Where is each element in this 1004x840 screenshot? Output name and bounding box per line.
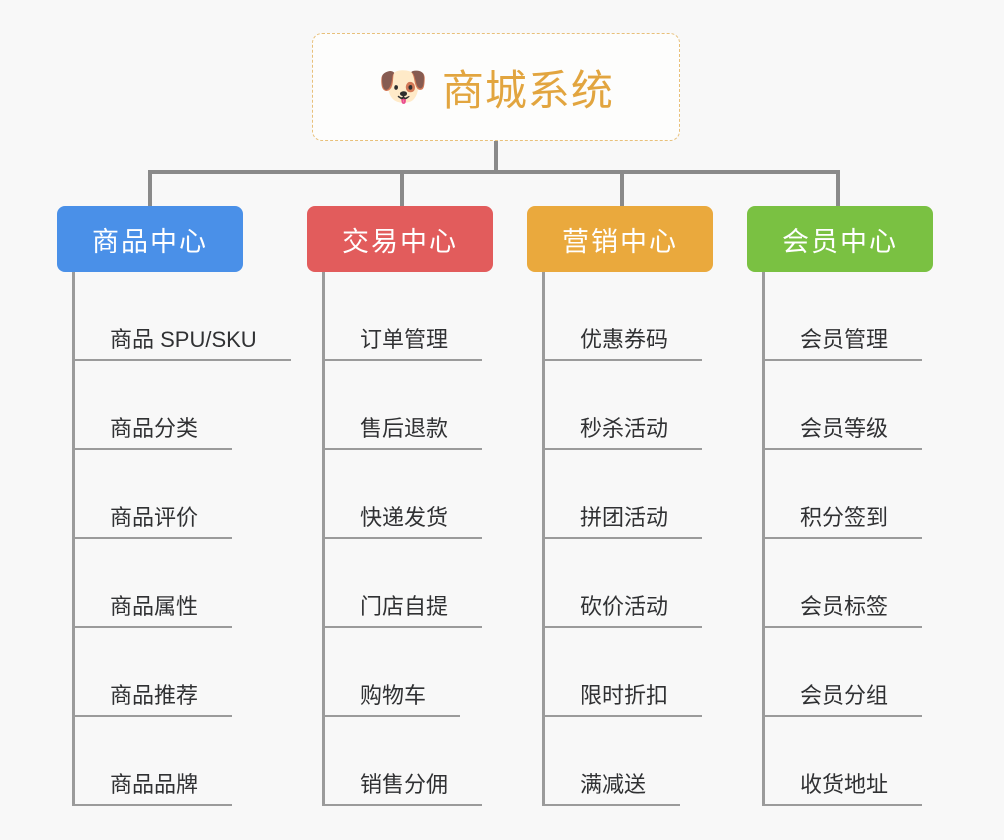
category-box-1[interactable]: 商品中心 [57,206,243,272]
leaf-item[interactable]: 限时折扣 [542,628,702,717]
category-label: 商品中心 [92,226,208,257]
leaf-item[interactable]: 会员标签 [762,539,922,628]
connector-drop-3 [620,170,624,206]
category-label: 营销中心 [562,226,678,257]
leaf-label: 商品分类 [110,416,199,441]
leaf-label: 限时折扣 [580,683,669,708]
leaf-underline [72,448,232,450]
leaf-item[interactable]: 收货地址 [762,717,922,806]
leaf-underline [762,359,922,361]
leaf-item[interactable]: 商品分类 [72,361,257,450]
leaf-label: 门店自提 [360,594,449,619]
connector-drop-4 [836,170,840,206]
category-box-3[interactable]: 营销中心 [527,206,713,272]
leaf-underline [542,537,702,539]
leaf-label: 会员标签 [800,594,889,619]
leaf-underline [542,448,702,450]
leaf-item[interactable]: 商品评价 [72,450,257,539]
leaf-label: 收货地址 [800,772,889,797]
branch-trunk-line [322,272,325,806]
branch-trunk-line [72,272,75,806]
leaf-label: 购物车 [360,683,427,708]
leaf-item[interactable]: 快递发货 [322,450,482,539]
leaf-underline [322,359,482,361]
leaf-underline [542,715,702,717]
category-box-4[interactable]: 会员中心 [747,206,933,272]
leaf-label: 优惠券码 [580,327,669,352]
leaf-item[interactable]: 订单管理 [322,272,482,361]
leaf-label: 快递发货 [360,505,449,530]
leaf-underline [542,626,702,628]
leaf-label: 商品推荐 [110,683,199,708]
category-box-2[interactable]: 交易中心 [307,206,493,272]
leaf-item[interactable]: 秒杀活动 [542,361,702,450]
leaf-item[interactable]: 优惠券码 [542,272,702,361]
leaf-underline [762,448,922,450]
leaf-item[interactable]: 满减送 [542,717,680,806]
leaf-underline [72,537,232,539]
branch-trunk-line [762,272,765,806]
leaf-label: 商品属性 [110,594,199,619]
root-node[interactable]: 🐶 商城系统 [312,33,680,141]
leaf-label: 商品品牌 [110,772,199,797]
category-label: 交易中心 [342,226,458,257]
leaf-item[interactable]: 商品推荐 [72,628,257,717]
leaf-item[interactable]: 售后退款 [322,361,482,450]
branch-column-2: 订单管理售后退款快递发货门店自提购物车销售分佣 [322,272,482,806]
branch-column-4: 会员管理会员等级积分签到会员标签会员分组收货地址 [762,272,922,806]
leaf-item[interactable]: 拼团活动 [542,450,702,539]
leaf-label: 订单管理 [360,327,449,352]
connector-horizontal-bus [148,170,838,174]
leaf-item[interactable]: 积分签到 [762,450,922,539]
leaf-item[interactable]: 商品 SPU/SKU [72,272,291,361]
leaf-item[interactable]: 会员分组 [762,628,922,717]
leaf-underline [762,537,922,539]
leaf-underline [322,537,482,539]
leaf-item[interactable]: 会员管理 [762,272,922,361]
leaf-label: 销售分佣 [360,772,449,797]
leaf-underline [762,626,922,628]
leaf-label: 商品 SPU/SKU [110,327,257,352]
branch-column-1: 商品 SPU/SKU 商品分类商品评价商品属性商品推荐商品品牌 [72,272,291,806]
leaf-item[interactable]: 商品品牌 [72,717,257,806]
leaf-label: 商品评价 [110,505,199,530]
branch-trunk-line [542,272,545,806]
leaf-label: 秒杀活动 [580,416,669,441]
leaf-underline [72,626,232,628]
root-title: 商城系统 [441,66,614,114]
connector-root-stem [494,141,498,172]
leaf-underline [542,804,680,806]
leaf-label: 砍价活动 [580,594,669,619]
leaf-underline [72,715,232,717]
leaf-item[interactable]: 购物车 [322,628,460,717]
connector-drop-2 [400,170,404,206]
leaf-label: 拼团活动 [580,505,669,530]
leaf-item[interactable]: 商品属性 [72,539,257,628]
leaf-underline [72,804,232,806]
leaf-label: 积分签到 [800,505,889,530]
leaf-underline [762,804,922,806]
branch-column-3: 优惠券码秒杀活动拼团活动砍价活动限时折扣满减送 [542,272,702,806]
category-label: 会员中心 [782,226,898,257]
leaf-item[interactable]: 销售分佣 [322,717,482,806]
leaf-label: 会员管理 [800,327,889,352]
leaf-item[interactable]: 会员等级 [762,361,922,450]
leaf-underline [322,448,482,450]
leaf-underline [322,804,482,806]
connector-drop-1 [148,170,152,206]
leaf-underline [72,359,291,361]
leaf-label: 会员等级 [800,416,889,441]
leaf-item[interactable]: 门店自提 [322,539,482,628]
leaf-underline [762,715,922,717]
leaf-underline [322,715,460,717]
dog-face-icon: 🐶 [378,65,428,109]
leaf-underline [322,626,482,628]
leaf-label: 会员分组 [800,683,889,708]
leaf-label: 满减送 [580,772,647,797]
leaf-label: 售后退款 [360,416,449,441]
leaf-underline [542,359,702,361]
leaf-item[interactable]: 砍价活动 [542,539,702,628]
